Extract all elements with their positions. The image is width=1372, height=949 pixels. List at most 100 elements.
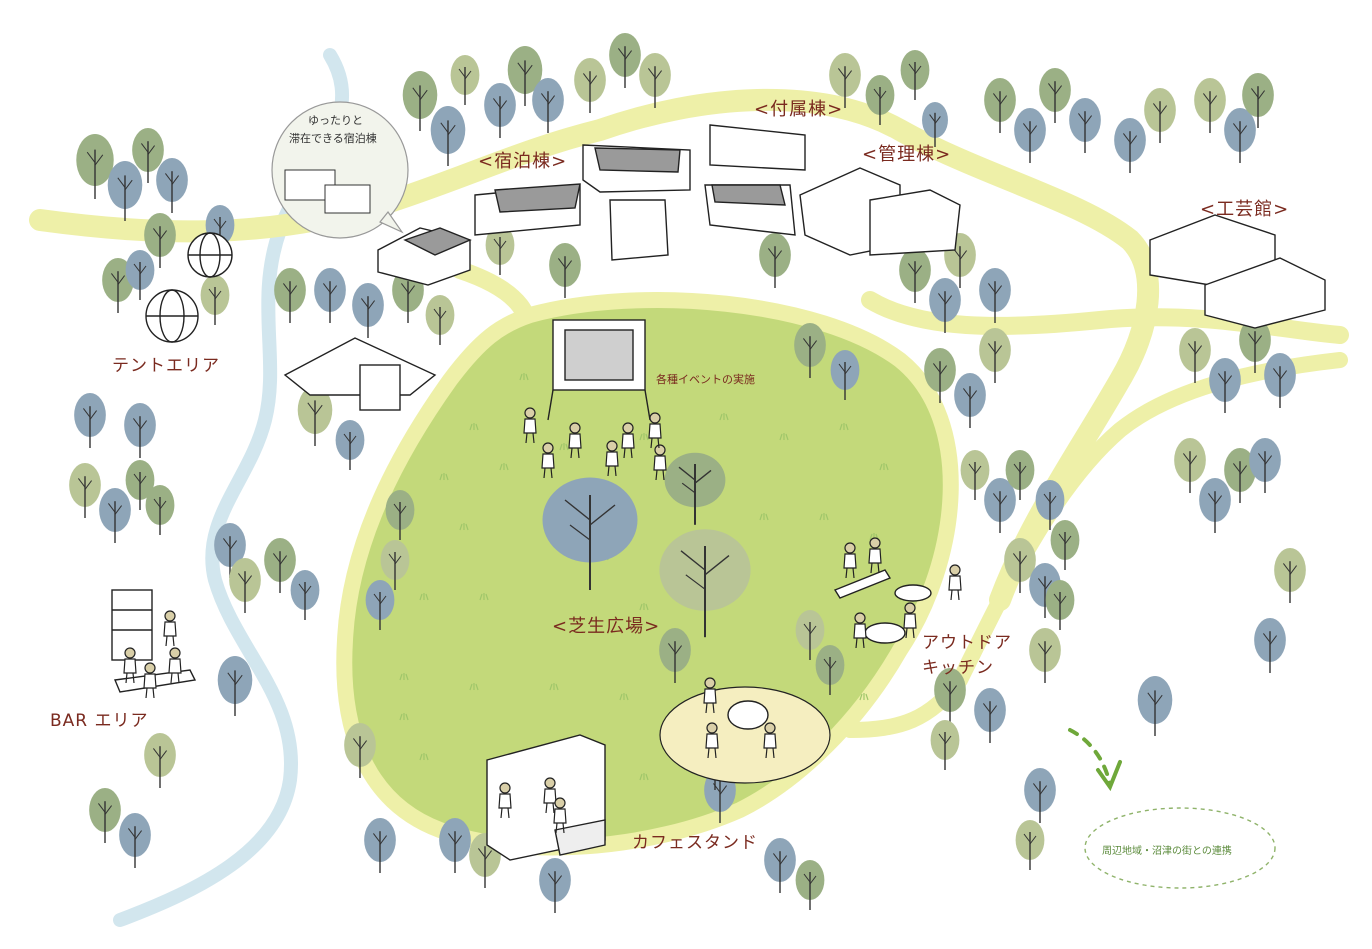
tree-icon: [1224, 108, 1256, 163]
tree-icon: [609, 33, 641, 88]
tree-icon: [200, 275, 230, 325]
bubble-text-1: ゆったりと: [308, 114, 363, 127]
label-cafe-stand: カフェスタンド: [632, 833, 758, 853]
tree-icon: [795, 860, 825, 910]
tree-icon: [485, 225, 515, 275]
tree-icon: [1239, 318, 1271, 373]
tree-icon: [297, 386, 333, 446]
grass-mark: [779, 433, 789, 441]
grass-mark: [879, 463, 889, 471]
tree-icon: [274, 268, 306, 323]
lodging-roof-2: [494, 183, 581, 213]
tree-icon: [795, 610, 825, 660]
people-icon: [553, 797, 567, 834]
lodging-roof-3: [594, 147, 681, 173]
annex-building: [709, 124, 806, 171]
grass-mark: [469, 683, 479, 691]
arrow-icon: [1068, 728, 1122, 792]
label-outdoor-kitchen-2: キッチン: [922, 658, 994, 678]
tree-icon: [542, 477, 638, 590]
regional-link-text: 周辺地域・沼津の街との連携: [1102, 846, 1232, 857]
tree-icon: [484, 83, 516, 138]
lawn-plaza: [336, 292, 959, 856]
people-icon: [168, 647, 182, 684]
tree-icon: [929, 278, 961, 333]
tree-icon: [815, 645, 845, 695]
tree-icon: [144, 733, 176, 788]
tree-icon: [264, 538, 296, 593]
tree-icon: [1035, 480, 1065, 530]
tree-icon: [539, 858, 571, 913]
tree-icon: [132, 128, 164, 183]
tree-icon: [439, 818, 471, 873]
label-lawn-plaza: <芝生広場>: [552, 616, 661, 637]
tree-icon: [1174, 438, 1206, 493]
tree-icon: [156, 158, 188, 213]
tree-icon: [1264, 353, 1296, 408]
buildings: [283, 124, 1326, 861]
grass-mark: [639, 773, 649, 781]
tree-icon: [759, 233, 791, 288]
people-icon: [843, 542, 857, 579]
label-annex: <付属棟>: [754, 99, 844, 120]
people-icon: [163, 610, 177, 647]
tree-icon: [974, 688, 1006, 743]
label-tent-area: テントエリア: [112, 356, 220, 376]
people-icon: [143, 662, 157, 699]
tent-annex: [359, 364, 401, 411]
speech-bubble: [271, 101, 409, 239]
tree-icon: [764, 838, 796, 893]
tree-icon: [1029, 628, 1061, 683]
people-icon: [543, 777, 557, 814]
grass-mark: [459, 523, 469, 531]
tree-icon: [900, 50, 930, 100]
tree-icon: [76, 134, 114, 199]
people-icon: [903, 602, 917, 639]
people-icon: [868, 537, 882, 574]
grass-mark: [759, 513, 769, 521]
people-icon: [621, 422, 635, 459]
tree-icon: [119, 813, 151, 868]
tree-icon: [1242, 73, 1274, 128]
grass-mark: [619, 693, 629, 701]
tree-icon: [659, 529, 751, 638]
tree-icon: [1045, 580, 1075, 630]
tree-icon: [229, 558, 261, 613]
tree-icon: [1179, 328, 1211, 383]
tree-icon: [314, 268, 346, 323]
people-icon: [703, 677, 717, 714]
people-icon: [541, 442, 555, 479]
people-icon: [763, 722, 777, 759]
people-icon: [605, 440, 619, 477]
tree-icon: [1194, 78, 1226, 133]
tree-icon: [830, 350, 860, 400]
bubble-text-2: 滞在できる宿泊棟: [289, 132, 377, 145]
people-icon: [498, 782, 512, 819]
cafe-deck: [554, 819, 606, 856]
tree-icon: [979, 328, 1011, 383]
grass-mark: [719, 413, 729, 421]
tree-icon: [984, 478, 1016, 533]
tree-icon: [664, 452, 726, 525]
tree-icon: [1254, 618, 1286, 673]
tree-icon: [450, 55, 480, 105]
tree-icon: [930, 720, 960, 770]
tree-icon: [335, 420, 365, 470]
tree-icon: [984, 78, 1016, 133]
tree-icon: [124, 403, 156, 458]
grass-mark: [639, 603, 649, 611]
tree-icon: [1024, 768, 1056, 823]
tree-icon: [107, 161, 143, 221]
label-admin: <管理棟>: [862, 144, 952, 165]
people-icon: [123, 647, 137, 684]
grass-mark: [419, 753, 429, 761]
tree-icon: [99, 488, 131, 543]
tree-icon: [125, 460, 155, 510]
tree-icon: [960, 450, 990, 500]
grass-mark: [499, 463, 509, 471]
tree-icon: [352, 283, 384, 338]
label-events: 各種イベントの実施: [656, 373, 755, 386]
label-bar-area: BAR エリア: [50, 711, 149, 731]
grass-mark: [839, 423, 849, 431]
grass-mark: [469, 423, 479, 431]
